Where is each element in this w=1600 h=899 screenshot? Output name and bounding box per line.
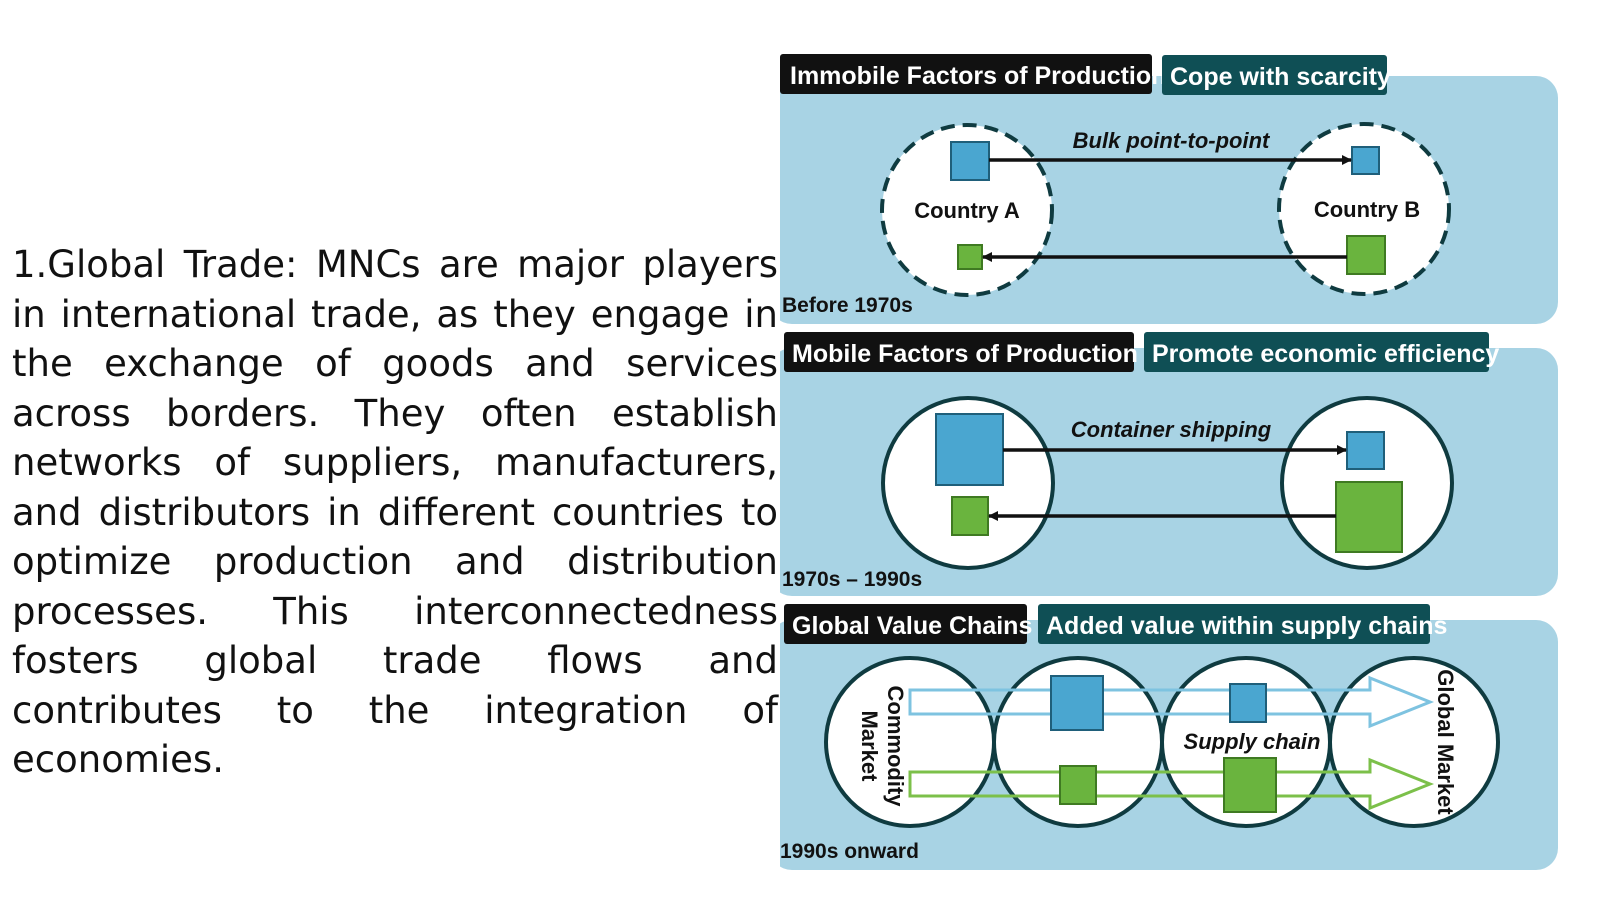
tag-dark-box	[784, 332, 1134, 372]
tag-immobile-factors: Immobile Factors of Production	[790, 62, 1166, 90]
period-1990s-onward: 1990s onward	[780, 840, 919, 863]
green-good-b	[1335, 481, 1403, 553]
tag-teal-box	[1038, 604, 1430, 644]
tag-teal-box	[1144, 332, 1489, 372]
panel-mobile: Mobile Factors of Production Promote eco…	[780, 332, 1558, 596]
arrow-label-bulk: Bulk point-to-point	[1073, 128, 1271, 153]
blue-flow-arrow	[908, 675, 1435, 729]
blue-good-b	[1346, 431, 1385, 470]
blue-good	[1229, 683, 1267, 723]
commodity-market-label: CommodityMarket	[857, 686, 908, 808]
tag-dark-box	[780, 54, 1152, 94]
tag-added-value: Added value within supply chains	[1046, 612, 1447, 640]
blue-good	[1050, 675, 1104, 731]
green-good	[1223, 757, 1277, 813]
tag-promote-efficiency: Promote economic efficiency	[1152, 340, 1499, 368]
panel-immobile: Immobile Factors of Production Cope with…	[780, 54, 1558, 324]
tag-cope-scarcity: Cope with scarcity	[1170, 63, 1391, 91]
supply-chain-label: Supply chain	[1184, 729, 1321, 754]
commodity-market-circle	[824, 656, 996, 828]
period-1970s-1990s: 1970s – 1990s	[782, 568, 922, 591]
tag-mobile-factors: Mobile Factors of Production	[792, 340, 1138, 368]
green-good	[1059, 765, 1097, 805]
arrow-label-container: Container shipping	[1071, 417, 1272, 442]
global-market-label: Global Market	[1433, 669, 1458, 815]
green-good-a	[951, 496, 989, 536]
trade-evolution-diagram: Immobile Factors of Production Cope with…	[780, 50, 1600, 899]
tag-global-value-chains: Global Value Chains	[792, 612, 1032, 640]
tag-teal-box	[1162, 55, 1387, 95]
body-paragraph: 1.Global Trade: MNCs are major players i…	[12, 243, 778, 781]
panel-global-value-chains: Global Value Chains Added value within s…	[780, 604, 1558, 870]
green-flow-arrow	[908, 757, 1435, 811]
country-a-label: Country A	[914, 198, 1020, 223]
tag-dark-box	[784, 604, 1027, 644]
period-before-1970s: Before 1970s	[782, 294, 913, 317]
country-b-circle	[1277, 122, 1451, 296]
country-b-label: Country B	[1314, 197, 1420, 222]
blue-good-a	[950, 141, 990, 181]
global-market-circle	[1328, 656, 1500, 828]
blue-good-a	[935, 413, 1004, 486]
green-good-a	[957, 244, 983, 270]
blue-good-b	[1351, 146, 1380, 175]
country-a-circle	[880, 123, 1054, 297]
green-good-b	[1346, 235, 1386, 275]
